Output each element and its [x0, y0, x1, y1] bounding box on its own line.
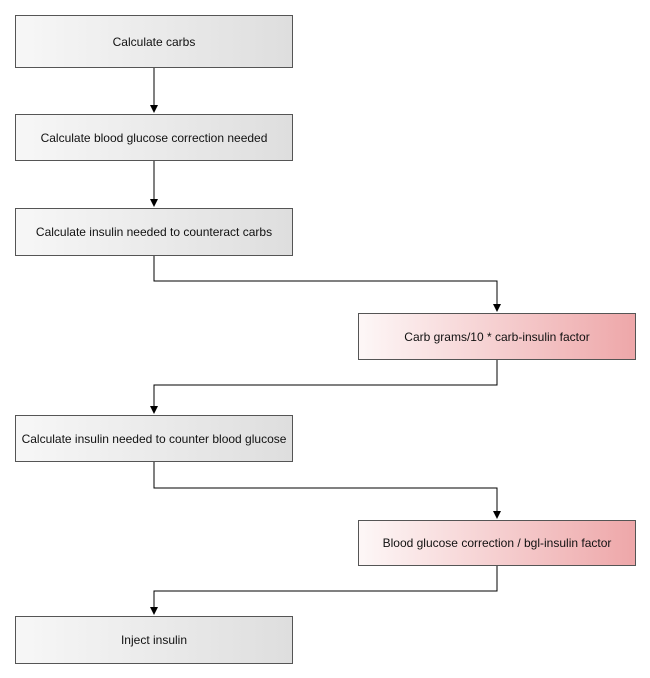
node-calculate-bg-correction: Calculate blood glucose correction neede… — [15, 114, 293, 161]
node-carb-formula: Carb grams/10 * carb-insulin factor — [358, 313, 636, 360]
connector-insulin-carbs-to-carb-formula — [153, 256, 501, 312]
node-label: Calculate blood glucose correction neede… — [40, 130, 268, 145]
node-label: Calculate insulin needed to counter bloo… — [21, 431, 287, 446]
node-label: Inject insulin — [120, 633, 188, 647]
node-label: Calculate insulin needed to counteract c… — [35, 225, 273, 239]
connector-carb-formula-to-insulin-bg — [150, 360, 498, 414]
node-calculate-insulin-carbs: Calculate insulin needed to counteract c… — [15, 208, 293, 256]
node-label: Carb grams/10 * carb-insulin factor — [404, 329, 590, 344]
connector-bg-formula-to-inject — [150, 566, 498, 615]
node-calculate-carbs: Calculate carbs — [15, 15, 293, 68]
connector-insulin-bg-to-bg-formula — [153, 462, 501, 519]
node-label: Blood glucose correction / bgl-insulin f… — [382, 536, 612, 550]
node-calculate-insulin-bg: Calculate insulin needed to counter bloo… — [15, 415, 293, 462]
node-bg-formula: Blood glucose correction / bgl-insulin f… — [358, 520, 636, 566]
node-inject-insulin: Inject insulin — [15, 616, 293, 664]
node-label: Calculate carbs — [112, 34, 196, 49]
